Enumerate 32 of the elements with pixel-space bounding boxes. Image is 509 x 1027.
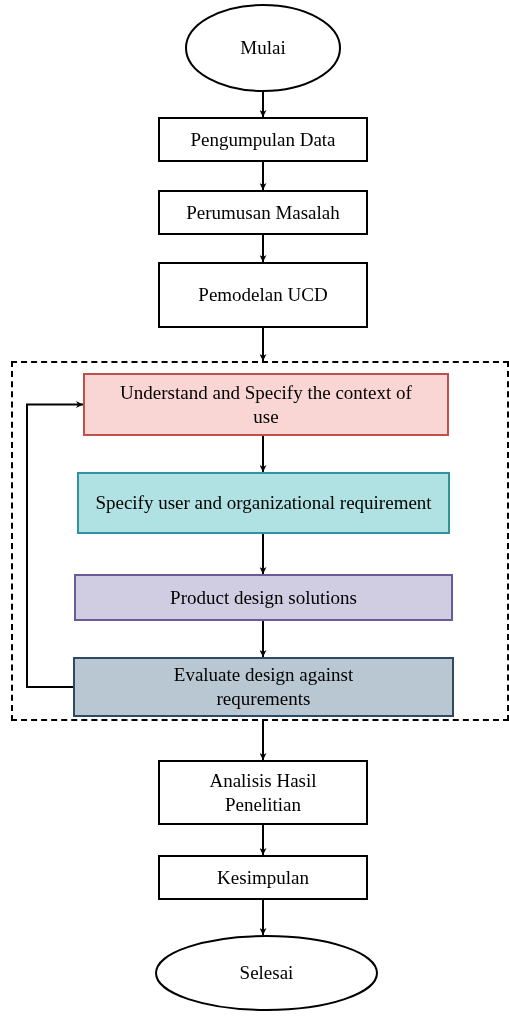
node-text: Perumusan Masalah: [186, 200, 340, 225]
process-box: [77, 472, 450, 534]
node-text: Understand and Specify the context of use: [119, 380, 413, 429]
arrow: [259, 91, 267, 118]
process-box: [83, 373, 449, 436]
arrow: [259, 435, 267, 473]
arrow: [259, 620, 267, 658]
arrow: [259, 161, 267, 191]
arrow: [259, 720, 267, 761]
node-text: Mulai: [240, 36, 286, 60]
process-box: [158, 117, 368, 162]
node-text: Analisis Hasil Penelitian: [208, 768, 318, 817]
node-text: Product design solutions: [170, 585, 357, 610]
arrow: [259, 824, 267, 856]
node-text: Kesimpulan: [217, 865, 309, 890]
process-box: [158, 855, 368, 900]
arrow: [259, 234, 267, 263]
dashed-group-frame: [11, 361, 509, 721]
arrow: [259, 533, 267, 575]
process-box: [158, 190, 368, 235]
arrow: [26, 401, 84, 688]
node-text: Pengumpulan Data: [190, 127, 336, 152]
node-text: Evaluate design against requrements: [172, 663, 355, 711]
process-box: [73, 657, 454, 717]
arrow: [259, 327, 267, 362]
node-text: Selesai: [239, 961, 294, 985]
process-box: [158, 262, 368, 328]
node-text: Pemodelan UCD: [198, 283, 328, 307]
arrow: [259, 899, 267, 936]
process-box: [74, 574, 453, 621]
process-box: [158, 760, 368, 825]
node-text: Specify user and organizational requirement: [95, 491, 432, 515]
